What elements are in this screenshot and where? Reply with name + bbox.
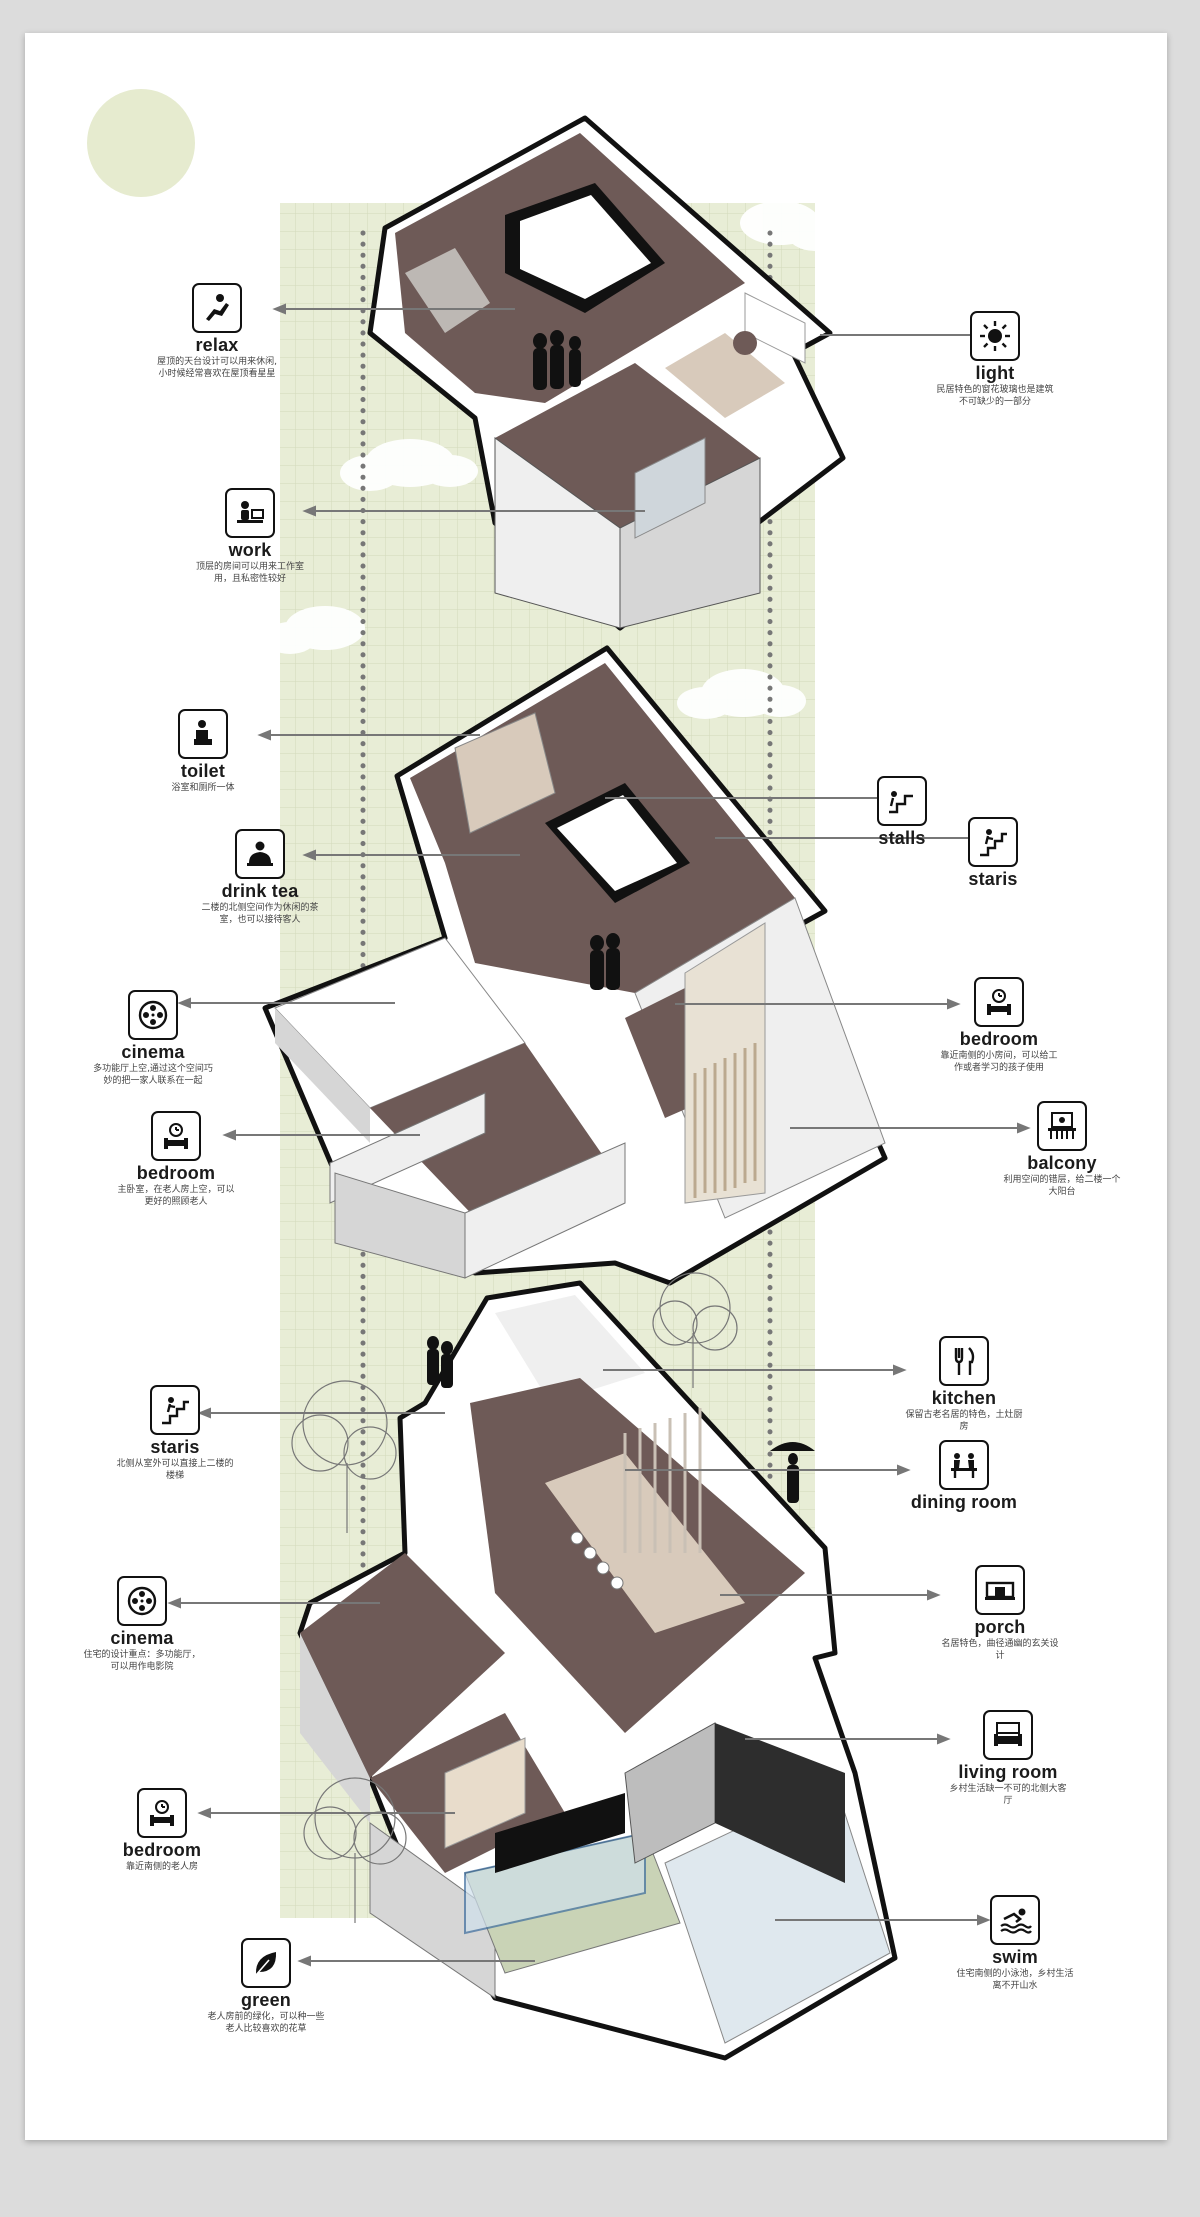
label-staris-upper: staris <box>903 817 1083 889</box>
relax-icon <box>192 283 242 333</box>
label-description: 屋顶的天台设计可以用来休闲,小时候经常喜欢在屋顶看星星 <box>157 357 277 379</box>
film-reel-icon <box>117 1576 167 1626</box>
label-description: 二楼的北侧空间作为休闲的茶室，也可以接待客人 <box>201 903 319 925</box>
people-silhouette-second <box>590 933 620 990</box>
label-description: 保留古老名居的特色，土灶厨房 <box>905 1410 1023 1432</box>
porch-icon <box>975 1565 1025 1615</box>
bed-clock-icon <box>151 1111 201 1161</box>
label-description: 主卧室，在老人房上空，可以更好的照顾老人 <box>117 1185 235 1207</box>
label-title: cinema <box>121 1042 185 1062</box>
label-light: light 民居特色的窗花玻璃也是建筑不可缺少的一部分 <box>905 311 1085 408</box>
people-silhouette-outside <box>427 1336 815 1503</box>
tree-decoration <box>291 1272 738 1923</box>
label-cinema-upper: cinema 多功能厅上空,通过这个空间巧妙的把一家人联系在一起 <box>63 990 243 1087</box>
stairs-icon <box>150 1385 200 1435</box>
label-bedroom-left: bedroom 主卧室，在老人房上空，可以更好的照顾老人 <box>86 1111 266 1208</box>
people-silhouette-roof <box>533 330 581 390</box>
sun-icon <box>87 89 195 197</box>
label-description: 乡村生活缺一不可的北侧大客厅 <box>949 1784 1067 1806</box>
label-toilet: toilet 浴室和厕所一体 <box>113 709 293 794</box>
label-staris-lower: staris 北侧从室外可以直接上二楼的楼梯 <box>85 1385 265 1482</box>
label-title: balcony <box>1027 1153 1097 1173</box>
floor-second <box>262 645 888 1286</box>
label-description: 名居特色，曲径通幽的玄关设计 <box>941 1639 1059 1661</box>
leaf-icon <box>241 1938 291 1988</box>
label-balcony: balcony 利用空间的错层，给二楼一个大阳台 <box>972 1101 1152 1198</box>
label-title: green <box>240 1990 292 2010</box>
label-relax: relax 屋顶的天台设计可以用来休闲,小时候经常喜欢在屋顶看星星 <box>127 283 307 380</box>
label-living-room: living room 乡村生活缺一不可的北侧大客厅 <box>918 1710 1098 1807</box>
label-title: staris <box>150 1437 200 1457</box>
label-title: kitchen <box>931 1388 997 1408</box>
label-title: light <box>975 363 1015 383</box>
floor-ground <box>297 1280 898 2061</box>
tea-icon <box>235 829 285 879</box>
label-cinema-lower: cinema 住宅的设计重点：多功能厅，可以用作电影院 <box>52 1576 232 1673</box>
floor-roof <box>367 115 846 631</box>
label-description: 多功能厅上空,通过这个空间巧妙的把一家人联系在一起 <box>93 1064 213 1086</box>
label-kitchen: kitchen 保留古老名居的特色，土灶厨房 <box>874 1336 1054 1433</box>
label-drink-tea: drink tea 二楼的北侧空间作为休闲的茶室，也可以接待客人 <box>170 829 350 926</box>
label-description: 老人房前的绿化，可以种一些老人比较喜欢的花草 <box>207 2012 325 2034</box>
label-description: 民居特色的窗花玻璃也是建筑不可缺少的一部分 <box>936 385 1054 407</box>
label-title: porch <box>974 1617 1026 1637</box>
isometric-house-diagram <box>87 89 1031 2061</box>
label-description: 住宅的设计重点：多功能厅，可以用作电影院 <box>83 1650 201 1672</box>
label-title: living room <box>958 1762 1058 1782</box>
fork-knife-icon <box>939 1336 989 1386</box>
stairs-icon <box>968 817 1018 867</box>
swimmer-icon <box>990 1895 1040 1945</box>
label-bedroom-right: bedroom 靠近南侧的小房间，可以给工作或者学习的孩子使用 <box>909 977 1089 1074</box>
label-description: 顶层的房间可以用来工作室用，且私密性较好 <box>195 562 304 584</box>
label-title: bedroom <box>122 1840 202 1860</box>
poster: relax 屋顶的天台设计可以用来休闲,小时候经常喜欢在屋顶看星星 light … <box>25 33 1167 2140</box>
film-reel-icon <box>128 990 178 1040</box>
label-title: stalls <box>878 828 926 848</box>
label-title: drink tea <box>221 881 299 901</box>
sofa-icon <box>983 1710 1033 1760</box>
label-title: toilet <box>180 761 226 781</box>
label-title: staris <box>968 869 1018 889</box>
label-title: swim <box>992 1947 1038 1967</box>
toilet-icon <box>178 709 228 759</box>
balcony-icon <box>1037 1101 1087 1151</box>
label-title: bedroom <box>136 1163 216 1183</box>
bed-clock-icon <box>974 977 1024 1027</box>
label-dining-room: dining room <box>874 1440 1054 1512</box>
stalls-icon <box>877 776 927 826</box>
cloud-decoration <box>264 201 843 719</box>
label-porch: porch 名居特色，曲径通幽的玄关设计 <box>910 1565 1090 1662</box>
label-title: dining room <box>910 1492 1018 1512</box>
sun-light-icon <box>970 311 1020 361</box>
label-description: 浴室和厕所一体 <box>171 783 235 793</box>
label-description: 北侧从室外可以直接上二楼的楼梯 <box>116 1459 234 1481</box>
bed-clock-icon <box>137 1788 187 1838</box>
label-title: relax <box>195 335 239 355</box>
label-work: work 顶层的房间可以用来工作室用，且私密性较好 <box>160 488 340 585</box>
label-green: green 老人房前的绿化，可以种一些老人比较喜欢的花草 <box>176 1938 356 2035</box>
label-swim: swim 住宅南侧的小泳池，乡村生活离不开山水 <box>925 1895 1105 1992</box>
dining-table-icon <box>939 1440 989 1490</box>
work-desk-icon <box>225 488 275 538</box>
label-title: work <box>228 540 272 560</box>
label-title: cinema <box>110 1628 174 1648</box>
label-description: 靠近南侧的老人房 <box>125 1862 198 1872</box>
label-title: bedroom <box>959 1029 1039 1049</box>
label-description: 靠近南侧的小房间，可以给工作或者学习的孩子使用 <box>940 1051 1058 1073</box>
label-description: 住宅南侧的小泳池，乡村生活离不开山水 <box>956 1969 1074 1991</box>
label-stalls: stalls <box>812 776 992 848</box>
label-bedroom-lower: bedroom 靠近南侧的老人房 <box>72 1788 252 1873</box>
label-description: 利用空间的错层，给二楼一个大阳台 <box>1003 1175 1121 1197</box>
